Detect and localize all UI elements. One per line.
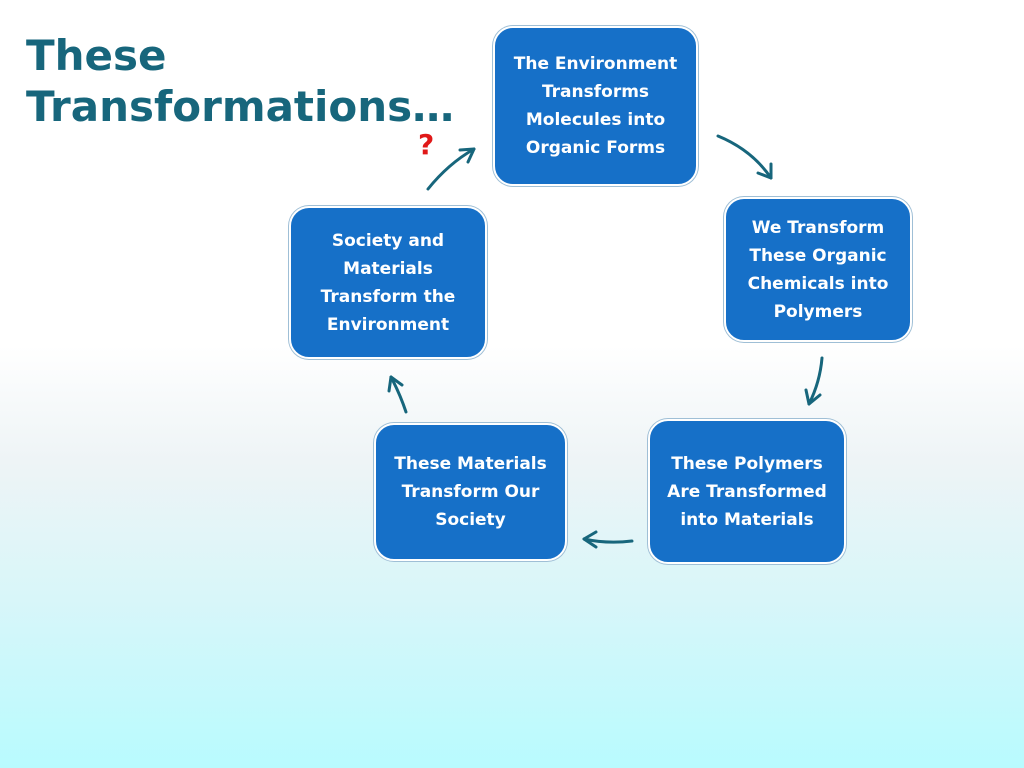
cycle-node-environment-transforms-molecules: The Environment Transforms Molecules int… <box>493 26 698 186</box>
cycle-node-we-transform-chemicals: We Transform These Organic Chemicals int… <box>724 197 912 342</box>
node-label: The Environment Transforms Molecules int… <box>513 54 678 158</box>
arrow-4-to-5 <box>387 375 408 414</box>
arrow-1-to-2 <box>716 134 773 180</box>
arrow-3-to-4 <box>582 530 634 549</box>
node-label: These Polymers Are Transformed into Mate… <box>667 453 827 530</box>
node-label: We Transform These Organic Chemicals int… <box>747 217 889 322</box>
node-label: Society and Materials Transform the Envi… <box>320 230 456 335</box>
question-mark: ? <box>418 128 435 161</box>
page-title: These Transformations… <box>26 31 455 131</box>
cycle-node-society-transforms-environment: Society and Materials Transform the Envi… <box>289 206 487 359</box>
node-label: These Materials Transform Our Society <box>394 454 547 530</box>
arrow-5-to-1 <box>426 147 476 191</box>
cycle-node-materials-transform-society: These Materials Transform Our Society <box>374 423 567 561</box>
arrow-2-to-3 <box>804 356 824 406</box>
cycle-node-polymers-transformed: These Polymers Are Transformed into Mate… <box>648 419 846 564</box>
